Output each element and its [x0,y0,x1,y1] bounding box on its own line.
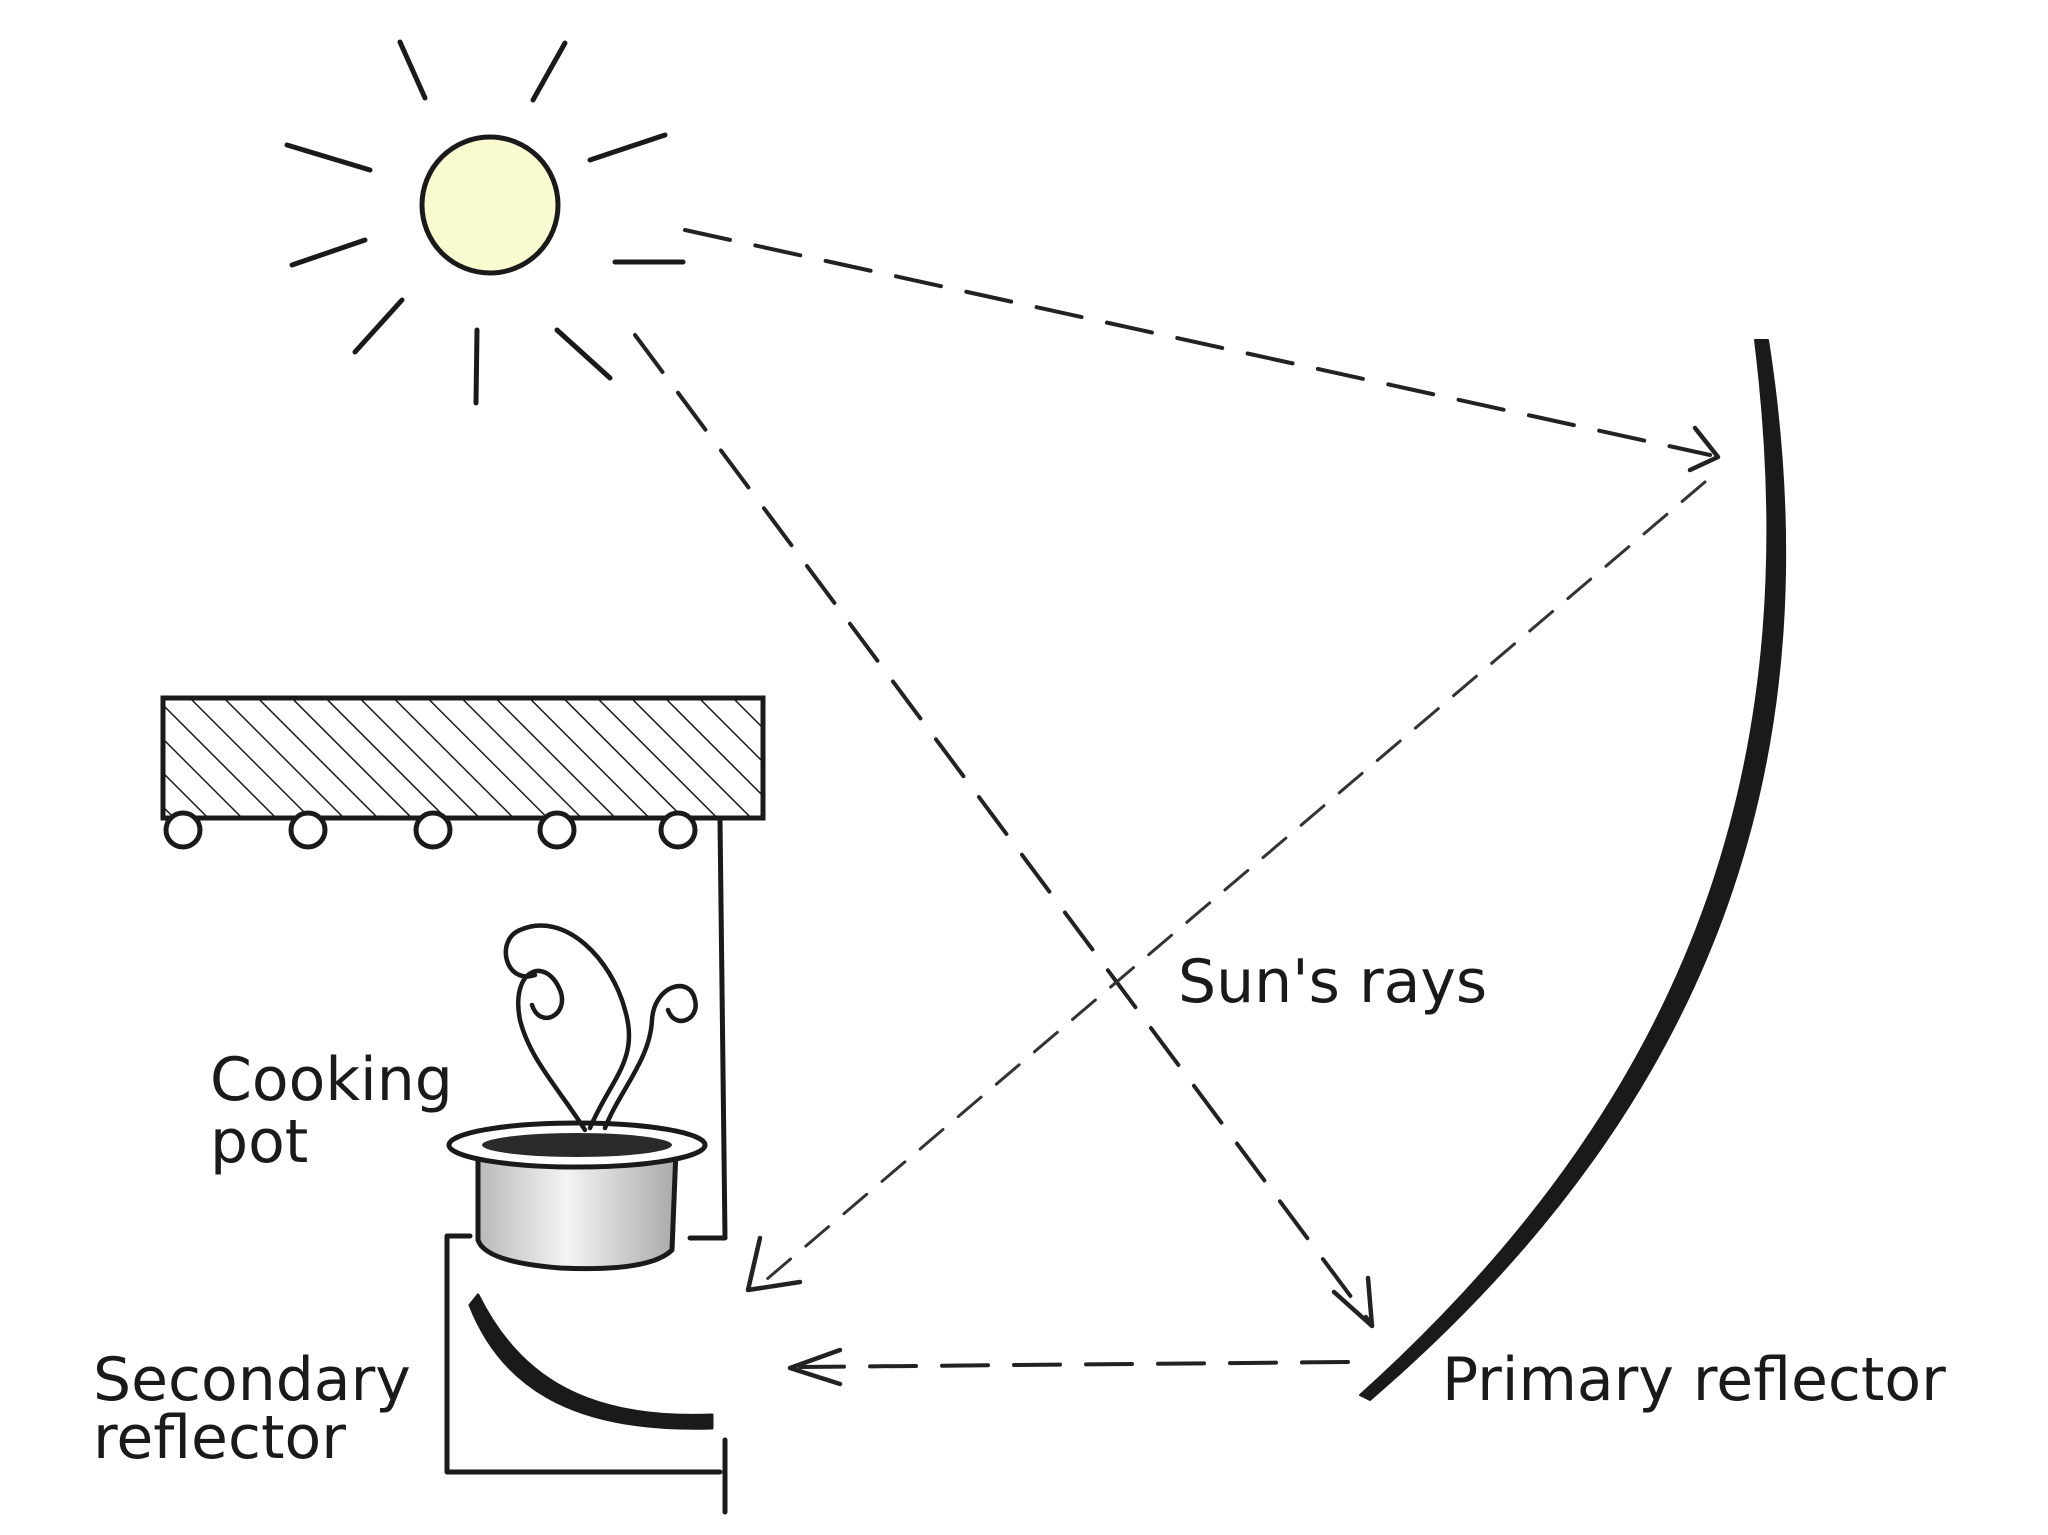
pot-contents [482,1133,672,1157]
label-secondary-reflector-line1: Secondary [93,1345,411,1415]
primary-reflector [1359,339,1787,1401]
secondary-reflector [468,1293,714,1430]
ray-to-primary [683,228,1712,457]
label-secondary-reflector-line2: reflector [93,1403,346,1473]
ray-primary-to-secondary-arrowhead [745,1235,803,1293]
ray-sun-to-mirror-bottom-arrowhead [1331,1275,1375,1329]
sun-beams [284,39,686,406]
label-cooking-pot-line1: Cooking [210,1045,453,1115]
ray-to-primary-arrowhead [1687,425,1721,473]
ray-bottom-to-secondary [798,1360,1350,1369]
ray-sun-to-mirror-bottom [633,333,1374,1327]
roof-shade [160,695,766,850]
sun-disc [419,134,561,276]
label-suns-rays: Sun's rays [1178,947,1487,1017]
pot-body [475,1147,679,1272]
sun-icon [284,39,686,406]
roof-hatched-slab [160,695,766,821]
roof-rollers [163,810,698,850]
support-frame [444,817,728,1515]
cooking-pot-icon [446,923,708,1272]
sun-rays [633,228,1721,1387]
label-cooking-pot-line2: pot [210,1107,308,1177]
label-primary-reflector: Primary reflector [1442,1345,1946,1415]
steam-icon [503,923,698,1133]
ray-bottom-to-secondary-arrowhead [787,1347,843,1387]
ray-primary-to-secondary [758,480,1707,1287]
